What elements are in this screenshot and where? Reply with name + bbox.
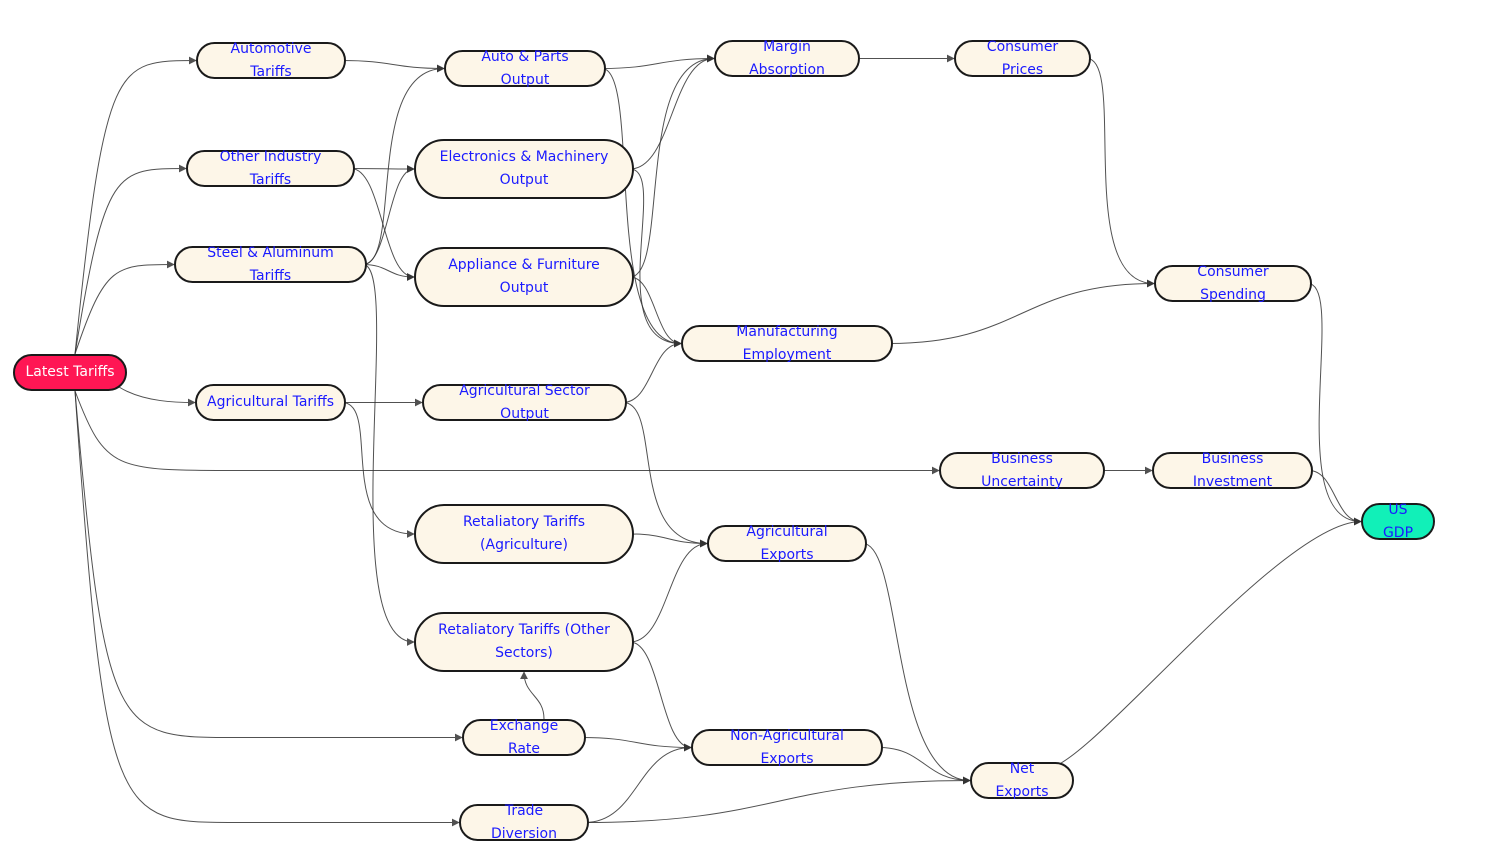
edge-latest-tariffs-to-exchange-rate bbox=[74, 390, 463, 742]
node-agricultural-exports[interactable]: Agricultural Exports bbox=[707, 524, 867, 563]
node-agricultural-tariffs[interactable]: Agricultural Tariffs bbox=[195, 384, 346, 421]
edge-agricultural-sector-output-to-manufacturing-employment bbox=[622, 339, 682, 403]
edge-exchange-rate-to-non-agricultural-exports bbox=[581, 737, 692, 752]
edge-latest-tariffs-to-automotive-tariffs bbox=[74, 56, 197, 355]
edge-appliance-furniture-output-to-manufacturing-employment bbox=[629, 276, 682, 348]
node-consumer-spending[interactable]: Consumer Spending bbox=[1154, 264, 1312, 303]
node-consumer-prices[interactable]: Consumer Prices bbox=[954, 39, 1091, 78]
edge-latest-tariffs-to-agricultural-tariffs bbox=[118, 386, 196, 407]
node-exchange-rate[interactable]: Exchange Rate bbox=[462, 718, 586, 757]
node-non-agricultural-exports[interactable]: Non-Agricultural Exports bbox=[691, 728, 883, 767]
edge-latest-tariffs-to-business-uncertainty bbox=[74, 390, 940, 475]
edge-electronics-machinery-output-to-margin-absorption bbox=[629, 54, 715, 170]
node-automotive-tariffs[interactable]: Automotive Tariffs bbox=[196, 41, 346, 80]
node-latest-tariffs[interactable]: Latest Tariffs bbox=[13, 354, 127, 391]
edge-steel-aluminum-tariffs-to-electronics-machinery-output bbox=[362, 165, 415, 265]
edge-retaliatory-tariffs-agriculture-to-agricultural-exports bbox=[629, 533, 708, 548]
edge-trade-diversion-to-non-agricultural-exports bbox=[584, 743, 692, 823]
edge-steel-aluminum-tariffs-to-retaliatory-tariffs-other bbox=[362, 264, 415, 646]
node-retaliatory-tariffs-agriculture[interactable]: Retaliatory Tariffs (Agriculture) bbox=[414, 504, 634, 564]
edge-exchange-rate-to-retaliatory-tariffs-other bbox=[520, 671, 545, 720]
edge-retaliatory-tariffs-other-to-agricultural-exports bbox=[629, 539, 708, 643]
edge-retaliatory-tariffs-other-to-non-agricultural-exports bbox=[629, 641, 692, 752]
node-retaliatory-tariffs-other[interactable]: Retaliatory Tariffs (Other Sectors) bbox=[414, 612, 634, 672]
edge-non-agricultural-exports-to-net-exports bbox=[878, 747, 971, 785]
edge-manufacturing-employment-to-consumer-spending bbox=[888, 279, 1155, 344]
node-auto-parts-output[interactable]: Auto & Parts Output bbox=[444, 49, 606, 88]
edge-latest-tariffs-to-steel-aluminum-tariffs bbox=[74, 260, 175, 355]
node-appliance-furniture-output[interactable]: Appliance & Furniture Output bbox=[414, 247, 634, 307]
node-business-uncertainty[interactable]: Business Uncertainty bbox=[939, 451, 1105, 490]
node-electronics-machinery-output[interactable]: Electronics & Machinery Output bbox=[414, 139, 634, 199]
edge-other-industry-tariffs-to-electronics-machinery-output bbox=[350, 164, 415, 173]
edge-automotive-tariffs-to-auto-parts-output bbox=[341, 60, 445, 73]
edge-latest-tariffs-to-trade-diversion bbox=[74, 390, 460, 827]
edge-electronics-machinery-output-to-manufacturing-employment bbox=[629, 168, 682, 348]
node-steel-aluminum-tariffs[interactable]: Steel & Aluminum Tariffs bbox=[174, 245, 367, 284]
node-net-exports[interactable]: Net Exports bbox=[970, 761, 1074, 800]
edge-latest-tariffs-to-other-industry-tariffs bbox=[74, 164, 187, 355]
edge-steel-aluminum-tariffs-to-appliance-furniture-output bbox=[362, 264, 415, 281]
edge-agricultural-exports-to-net-exports bbox=[862, 543, 971, 785]
node-other-industry-tariffs[interactable]: Other Industry Tariffs bbox=[186, 149, 355, 188]
edge-appliance-furniture-output-to-margin-absorption bbox=[629, 54, 715, 278]
edge-net-exports-to-us-gdp bbox=[1047, 517, 1362, 769]
node-us-gdp[interactable]: US GDP bbox=[1361, 502, 1435, 541]
node-manufacturing-employment[interactable]: Manufacturing Employment bbox=[681, 324, 893, 363]
edge-business-investment-to-us-gdp bbox=[1308, 470, 1362, 526]
edge-trade-diversion-to-net-exports bbox=[584, 776, 971, 823]
node-agricultural-sector-output[interactable]: Agricultural Sector Output bbox=[422, 383, 627, 422]
edge-agricultural-tariffs-to-retaliatory-tariffs-agriculture bbox=[341, 402, 415, 538]
node-margin-absorption[interactable]: Margin Absorption bbox=[714, 39, 860, 78]
edge-auto-parts-output-to-manufacturing-employment bbox=[601, 68, 682, 348]
node-trade-diversion[interactable]: Trade Diversion bbox=[459, 803, 589, 842]
edge-consumer-spending-to-us-gdp bbox=[1307, 283, 1362, 526]
edge-agricultural-sector-output-to-agricultural-exports bbox=[622, 402, 708, 548]
node-business-investment[interactable]: Business Investment bbox=[1152, 451, 1313, 490]
edge-auto-parts-output-to-margin-absorption bbox=[601, 54, 715, 69]
edge-consumer-prices-to-consumer-spending bbox=[1086, 58, 1155, 288]
